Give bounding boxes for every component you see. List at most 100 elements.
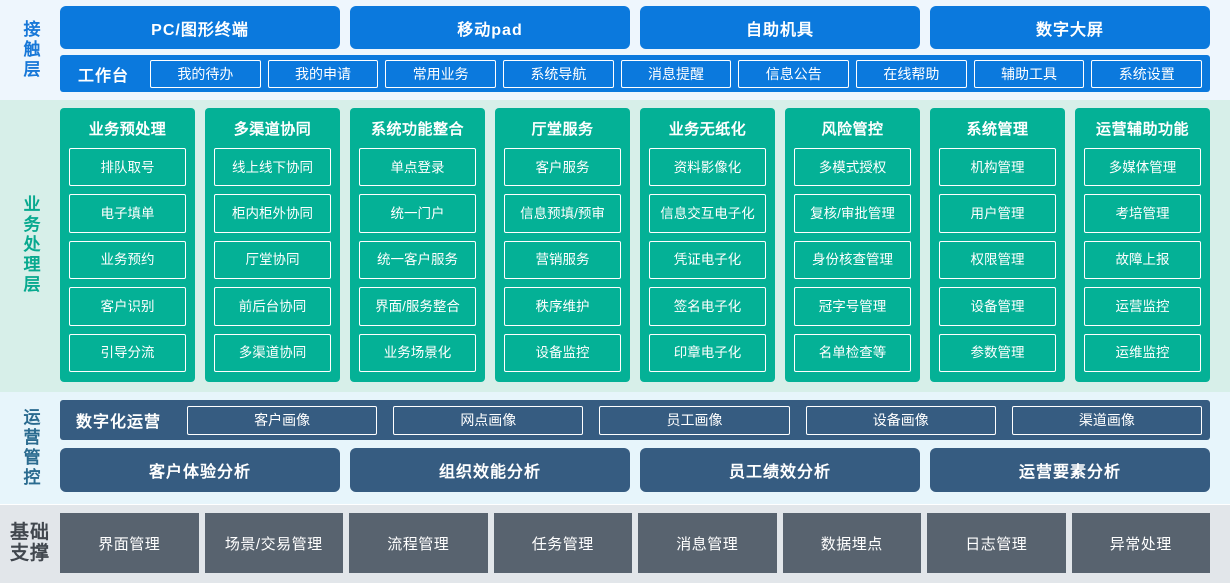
business-item[interactable]: 资料影像化: [649, 148, 766, 187]
business-item[interactable]: 复核/审批管理: [794, 194, 911, 233]
business-column-title: 风险管控: [821, 121, 884, 138]
base-item-process-management[interactable]: 流程管理: [349, 513, 488, 573]
business-item[interactable]: 厅堂协同: [214, 240, 331, 280]
workbench-item-message-alert[interactable]: 消息提醒: [620, 59, 732, 88]
business-item[interactable]: 单点登录: [359, 148, 476, 187]
workbench-item-aux-tools[interactable]: 辅助工具: [973, 59, 1085, 88]
business-item[interactable]: 柜内柜外协同: [214, 194, 331, 233]
base-item-ui-management[interactable]: 界面管理: [60, 513, 199, 573]
business-item[interactable]: 秩序维护: [504, 287, 621, 326]
business-column-risk-control: 风险管控 多模式授权 复核/审批管理 身份核查管理 冠字号管理 名单检查等: [785, 108, 920, 382]
business-item[interactable]: 名单检查等: [794, 333, 911, 373]
business-item[interactable]: 运维监控: [1084, 333, 1201, 373]
business-item[interactable]: 多模式授权: [794, 148, 911, 187]
business-item[interactable]: 印章电子化: [649, 333, 766, 373]
channel-box-pc[interactable]: PC/图形终端: [60, 6, 340, 49]
analysis-row: 客户体验分析 组织效能分析 员工绩效分析 运营要素分析: [60, 448, 1210, 492]
business-item[interactable]: 业务场景化: [359, 333, 476, 373]
portrait-channel[interactable]: 渠道画像: [1011, 405, 1203, 435]
business-item[interactable]: 业务预约: [69, 240, 186, 280]
analysis-operation-elements[interactable]: 运营要素分析: [930, 448, 1210, 492]
channel-box-digital-screen[interactable]: 数字大屏: [930, 6, 1210, 49]
portrait-device[interactable]: 设备画像: [805, 405, 996, 435]
business-item[interactable]: 线上线下协同: [214, 148, 331, 187]
layer-base-support: 基础 支撑 界面管理 场景/交易管理 流程管理 任务管理 消息管理 数据埋点 日…: [0, 504, 1230, 583]
business-item[interactable]: 身份核查管理: [794, 240, 911, 280]
base-item-data-tracking[interactable]: 数据埋点: [782, 513, 921, 573]
business-column-items: 多媒体管理 考培管理 故障上报 运营监控 运维监控: [1084, 148, 1201, 373]
base-item-log-management[interactable]: 日志管理: [927, 513, 1066, 573]
business-column-items: 多模式授权 复核/审批管理 身份核查管理 冠字号管理 名单检查等: [794, 148, 911, 373]
business-item[interactable]: 设备监控: [504, 333, 621, 373]
business-item[interactable]: 故障上报: [1084, 240, 1201, 280]
business-item[interactable]: 前后台协同: [214, 287, 331, 326]
workbench-item-my-todo[interactable]: 我的待办: [150, 59, 261, 88]
business-item[interactable]: 信息交互电子化: [649, 194, 766, 233]
channel-box-mobile-pad[interactable]: 移动pad: [350, 6, 630, 49]
business-item[interactable]: 权限管理: [939, 240, 1056, 280]
business-item[interactable]: 设备管理: [939, 287, 1056, 326]
business-column-preprocess: 业务预处理 排队取号 电子填单 业务预约 客户识别 引导分流: [60, 108, 195, 382]
layer-base-support-label-line1: 基础: [9, 521, 50, 543]
business-item[interactable]: 考培管理: [1084, 194, 1201, 233]
business-item[interactable]: 客户识别: [69, 287, 186, 326]
layer-operations-body: 数字化运营 客户画像 网点画像 员工画像 设备画像 渠道画像 客户体验分析 组织…: [60, 400, 1210, 496]
business-item[interactable]: 机构管理: [939, 148, 1056, 187]
business-item[interactable]: 引导分流: [69, 333, 186, 373]
layer-operations-label: 运营管控: [20, 408, 40, 488]
layer-contact: 接触层 PC/图形终端 移动pad 自助机具 数字大屏 工作台 我的待办 我的申…: [0, 0, 1230, 100]
business-item[interactable]: 多渠道协同: [214, 333, 331, 373]
business-item[interactable]: 信息预填/预审: [504, 194, 621, 233]
layer-contact-body: PC/图形终端 移动pad 自助机具 数字大屏 工作台 我的待办 我的申请 常用…: [60, 6, 1210, 94]
layer-contact-label-wrap: 接触层: [0, 6, 60, 94]
business-item[interactable]: 签名电子化: [649, 287, 766, 326]
business-item[interactable]: 界面/服务整合: [359, 287, 476, 326]
workbench-item-common-business[interactable]: 常用业务: [385, 59, 497, 88]
business-column-system-integration: 系统功能整合 单点登录 统一门户 统一客户服务 界面/服务整合 业务场景化: [350, 108, 485, 382]
base-item-scenario-transaction[interactable]: 场景/交易管理: [204, 513, 343, 573]
business-item[interactable]: 营销服务: [504, 240, 621, 280]
workbench-title: 工作台: [78, 67, 130, 85]
business-item[interactable]: 参数管理: [939, 333, 1056, 373]
base-item-exception-handling[interactable]: 异常处理: [1071, 513, 1210, 573]
layer-business-label: 业务处理层: [20, 195, 40, 295]
analysis-customer-experience[interactable]: 客户体验分析: [60, 448, 340, 492]
business-item[interactable]: 用户管理: [939, 194, 1056, 233]
business-column-title: 多渠道协同: [233, 121, 312, 138]
business-column-operation-aux: 运营辅助功能 多媒体管理 考培管理 故障上报 运营监控 运维监控: [1075, 108, 1210, 382]
business-item[interactable]: 冠字号管理: [794, 287, 911, 326]
business-column-items: 单点登录 统一门户 统一客户服务 界面/服务整合 业务场景化: [359, 148, 476, 373]
business-item[interactable]: 电子填单: [69, 194, 186, 233]
analysis-org-efficiency[interactable]: 组织效能分析: [350, 448, 630, 492]
business-column-items: 资料影像化 信息交互电子化 凭证电子化 签名电子化 印章电子化: [649, 148, 766, 373]
analysis-employee-performance[interactable]: 员工绩效分析: [640, 448, 920, 492]
workbench-row: 工作台 我的待办 我的申请 常用业务 系统导航 消息提醒 信息公告 在线帮助 辅…: [60, 55, 1210, 92]
business-item[interactable]: 多媒体管理: [1084, 148, 1201, 187]
workbench-item-system-settings[interactable]: 系统设置: [1091, 59, 1203, 88]
business-item[interactable]: 统一门户: [359, 194, 476, 233]
workbench-item-my-application[interactable]: 我的申请: [267, 59, 379, 88]
portrait-employee[interactable]: 员工画像: [599, 405, 790, 435]
business-column-title: 厅堂服务: [531, 121, 594, 138]
workbench-item-online-help[interactable]: 在线帮助: [856, 59, 967, 88]
business-column-title: 系统功能整合: [370, 121, 464, 138]
layer-operations-label-wrap: 运营管控: [0, 400, 60, 496]
portrait-branch[interactable]: 网点画像: [393, 405, 584, 435]
business-item[interactable]: 排队取号: [69, 148, 186, 187]
business-item[interactable]: 凭证电子化: [649, 240, 766, 280]
business-column-items: 客户服务 信息预填/预审 营销服务 秩序维护 设备监控: [504, 148, 621, 373]
business-column-paperless: 业务无纸化 资料影像化 信息交互电子化 凭证电子化 签名电子化 印章电子化: [640, 108, 775, 382]
base-item-task-management[interactable]: 任务管理: [493, 513, 632, 573]
base-item-message-management[interactable]: 消息管理: [638, 513, 777, 573]
workbench-item-announcement[interactable]: 信息公告: [738, 59, 850, 88]
workbench-item-system-navigation[interactable]: 系统导航: [503, 59, 614, 88]
business-item[interactable]: 客户服务: [504, 148, 621, 187]
business-item[interactable]: 运营监控: [1084, 287, 1201, 326]
portrait-customer[interactable]: 客户画像: [187, 405, 378, 435]
layer-business-label-wrap: 业务处理层: [0, 108, 60, 382]
layer-business: 业务处理层 业务预处理 排队取号 电子填单 业务预约 客户识别 引导分流 多渠道…: [0, 100, 1230, 392]
channel-box-self-service[interactable]: 自助机具: [640, 6, 920, 49]
business-item[interactable]: 统一客户服务: [359, 240, 476, 280]
business-column-lobby-service: 厅堂服务 客户服务 信息预填/预审 营销服务 秩序维护 设备监控: [495, 108, 630, 382]
